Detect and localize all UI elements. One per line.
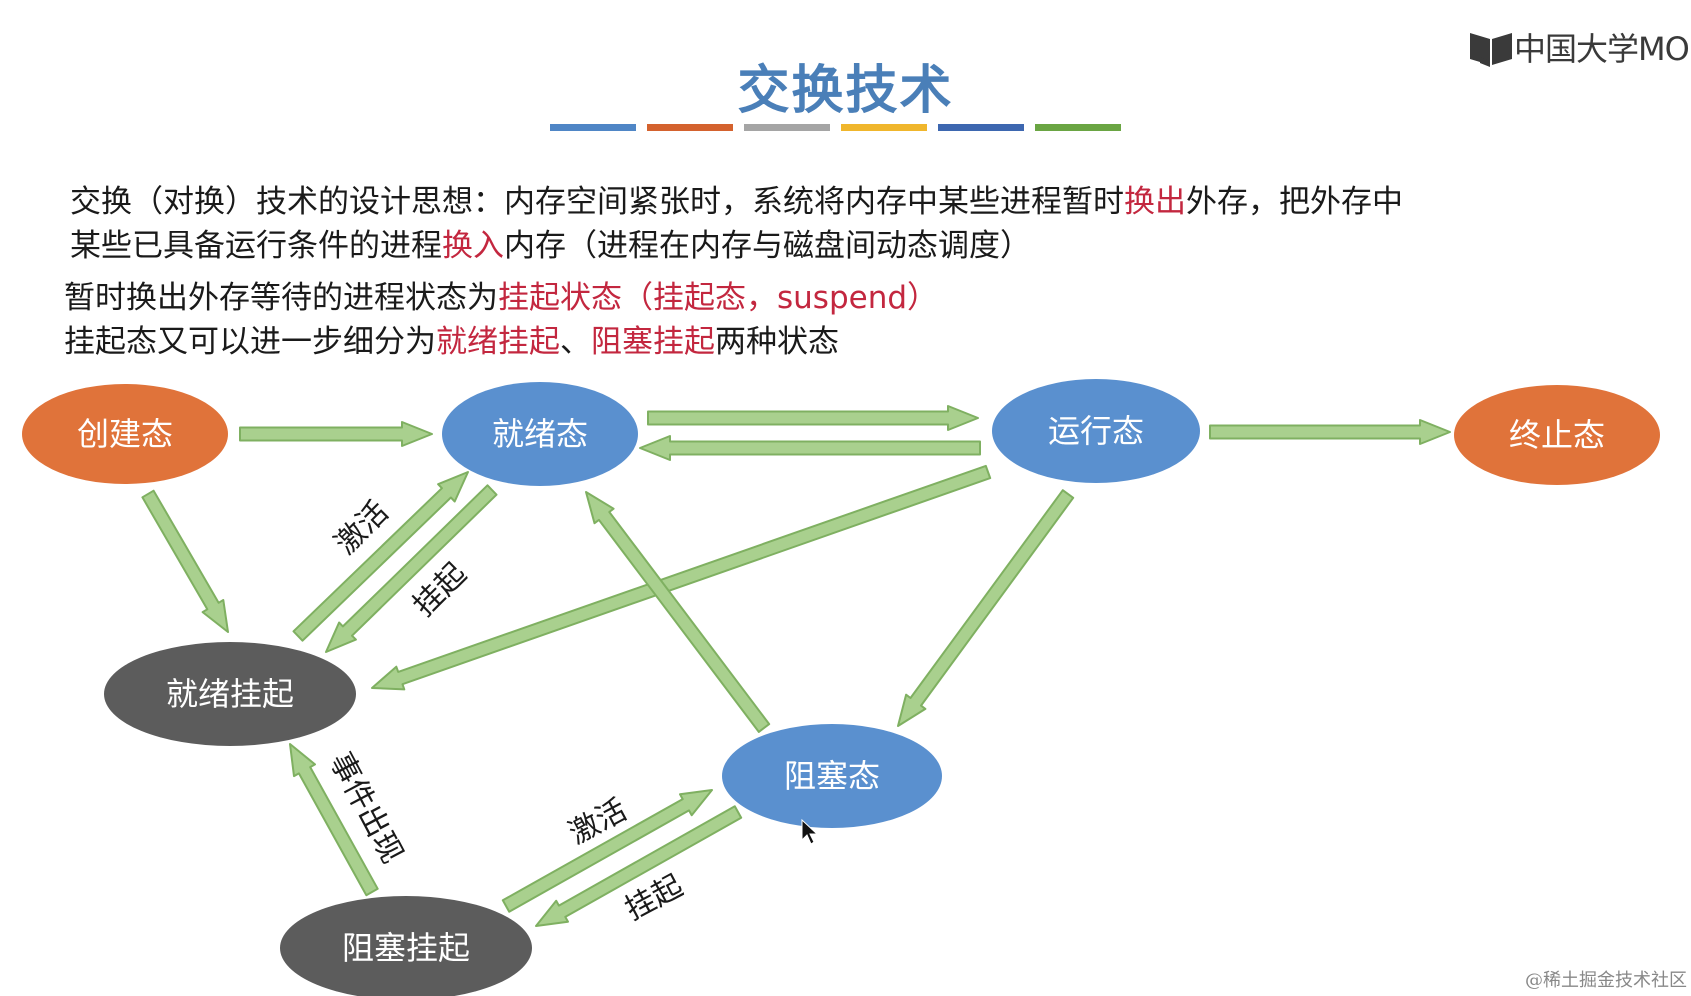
intro-paragraph: 交换（对换）技术的设计思想：内存空间紧张时，系统将内存中某些进程暂时换出外存，把…: [70, 180, 1630, 268]
arrows-layer: [141, 405, 1451, 927]
arrow-ready-suspend-to-ready-activate: [292, 471, 469, 642]
node-ready-suspend-shape: [104, 642, 356, 746]
title-color-bar-5: [938, 124, 1024, 131]
book-icon: [1470, 33, 1512, 67]
title-color-bar-1: [550, 124, 636, 131]
suspend-paragraph: 暂时换出外存等待的进程状态为挂起状态（挂起态，suspend） 挂起态又可以进一…: [64, 276, 1624, 364]
intro-highlight-swap-in: 换入: [442, 228, 504, 264]
node-ready: 就绪态: [442, 382, 638, 486]
arrow-running-to-ready: [639, 435, 981, 461]
suspend-text-3: 、: [560, 324, 591, 360]
arrow-blocked-suspend-to-ready-suspend: [289, 743, 379, 897]
title-color-bar-6: [1035, 124, 1121, 131]
node-blocked-shape: [722, 724, 942, 828]
arrow-ready-to-running: [647, 405, 979, 431]
mouse-cursor-icon: [801, 818, 819, 845]
title-color-bars: [550, 124, 1121, 131]
intro-text-1: 交换（对换）技术的设计思想：内存空间紧张时，系统将内存中某些进程暂时: [70, 184, 1124, 220]
node-create-label: 创建态: [77, 415, 173, 453]
arrow-running-to-blocked: [897, 489, 1075, 727]
watermark: @稀土掘金技术社区: [1525, 970, 1687, 991]
arrow-blocked-to-ready: [585, 491, 771, 733]
title-color-bar-2: [647, 124, 733, 131]
intro-text-3: 某些已具备运行条件的进程: [70, 228, 442, 264]
node-terminated-shape: [1454, 385, 1660, 485]
node-running-shape: [992, 379, 1200, 483]
arrow-blocked-suspend-to-blocked-activate: [501, 789, 713, 913]
title-color-bar-3: [744, 124, 830, 131]
arrow-blocked-to-blocked-suspend-suspend: [535, 805, 743, 927]
arrow-ready-to-ready-suspend-suspend: [325, 484, 498, 653]
mooc-logo: 中国大学MO: [1468, 22, 1690, 72]
node-ready-suspend-label: 就绪挂起: [166, 675, 294, 713]
node-running-label: 运行态: [1048, 412, 1144, 450]
node-running: 运行态: [992, 379, 1200, 483]
suspend-text-4: 两种状态: [715, 324, 839, 360]
node-terminated-label: 终止态: [1509, 416, 1605, 454]
intro-highlight-swap-out: 换出: [1124, 184, 1186, 220]
node-blocked-suspend: 阻塞挂起: [280, 896, 532, 996]
arrow-create-to-ready: [239, 421, 433, 447]
node-ready-label: 就绪态: [492, 415, 588, 453]
node-create: 创建态: [22, 384, 228, 484]
arrow-running-to-terminated: [1209, 419, 1451, 445]
arrow-create-to-ready-suspend: [141, 489, 229, 633]
suspend-text-2: 挂起态又可以进一步细分为: [64, 324, 436, 360]
logo-text: 中国大学MO: [1514, 30, 1690, 68]
node-blocked-suspend-shape: [280, 896, 532, 996]
intro-text-4: 内存（进程在内存与磁盘间动态调度）: [504, 228, 1031, 264]
intro-text-2: 外存，把外存中: [1186, 184, 1403, 220]
title-color-bar-4: [841, 124, 927, 131]
edge-label-event-occurs: 事件出现: [322, 747, 409, 869]
node-terminated: 终止态: [1454, 385, 1660, 485]
suspend-highlight-blocked: 阻塞挂起: [591, 324, 715, 360]
node-blocked-label: 阻塞态: [784, 757, 880, 795]
node-blocked-suspend-label: 阻塞挂起: [342, 929, 470, 967]
suspend-highlight-ready: 就绪挂起: [436, 324, 560, 360]
suspend-text-1: 暂时换出外存等待的进程状态为: [64, 280, 498, 316]
nodes-layer: 创建态 就绪态 运行态 终止态 就绪挂起 阻塞态 阻塞挂起: [22, 379, 1660, 996]
node-blocked: 阻塞态: [722, 724, 942, 828]
node-ready-shape: [442, 382, 638, 486]
node-ready-suspend: 就绪挂起: [104, 642, 356, 746]
node-create-shape: [22, 384, 228, 484]
page-title: 交换技术: [737, 61, 954, 121]
arrow-running-to-ready-suspend: [371, 464, 992, 691]
suspend-highlight-state: 挂起状态（挂起态，suspend）: [498, 280, 939, 316]
